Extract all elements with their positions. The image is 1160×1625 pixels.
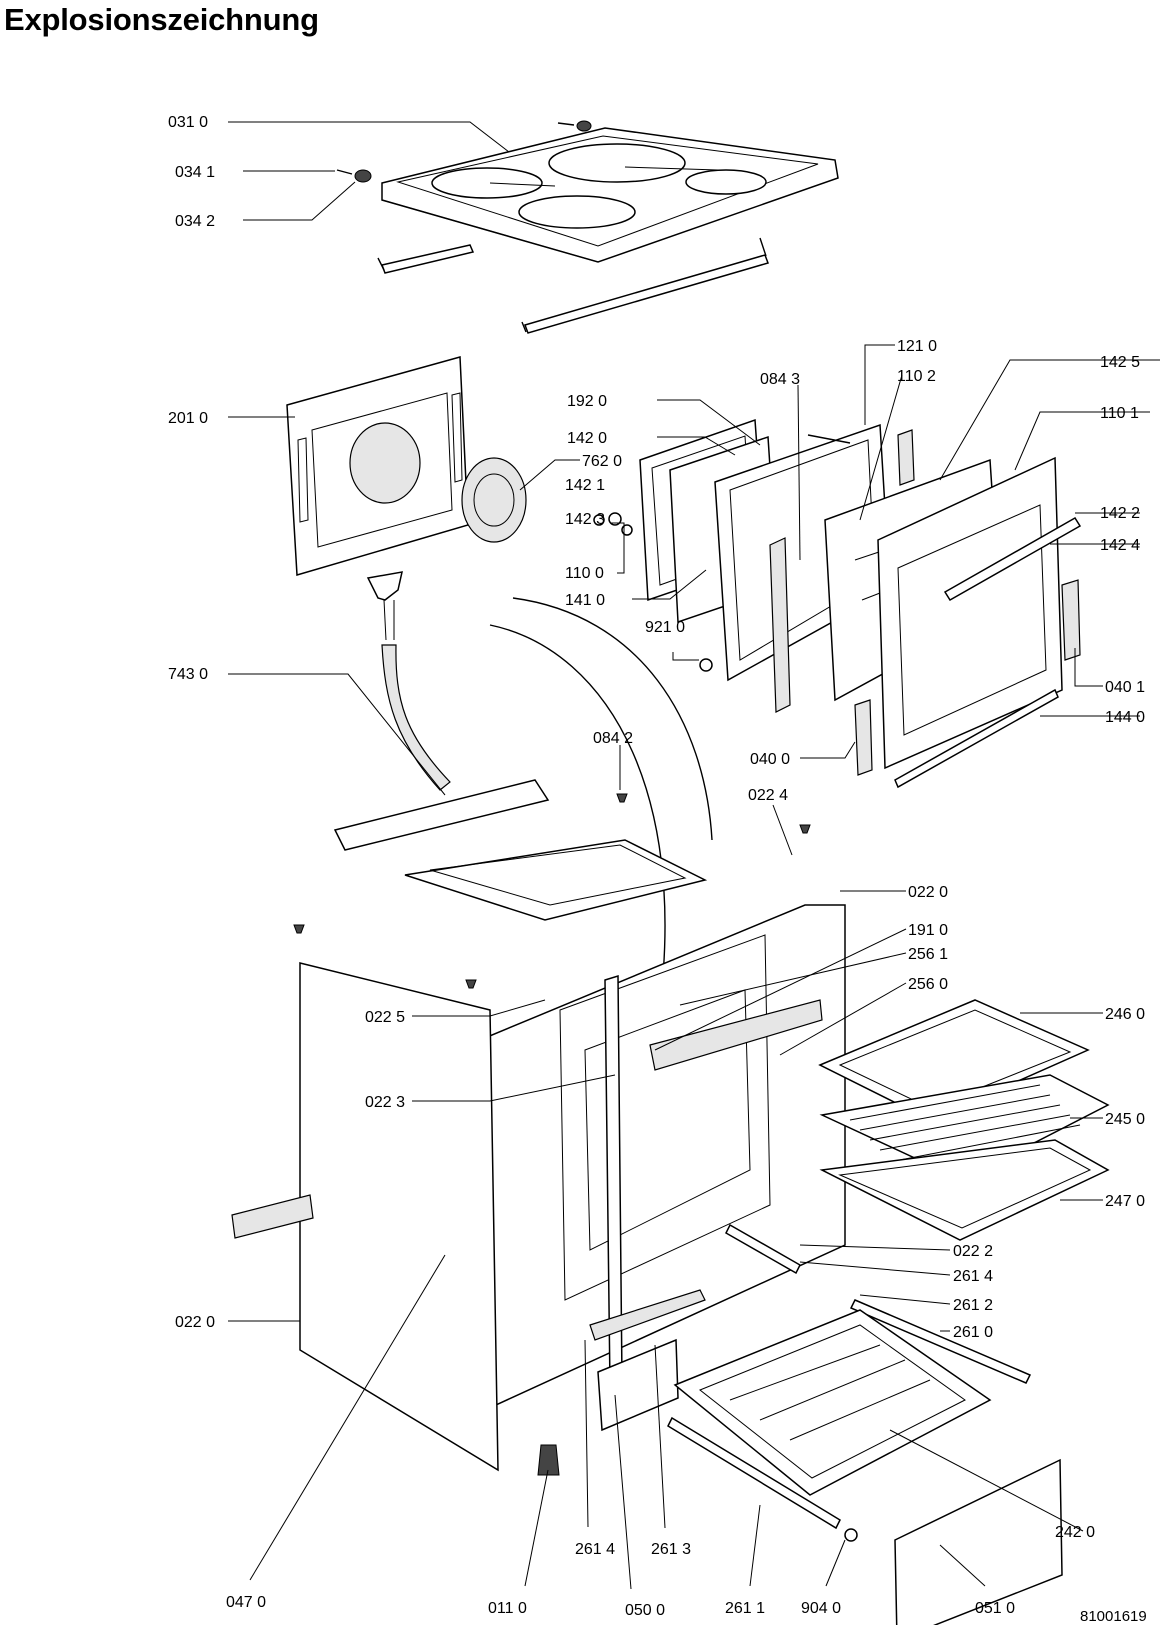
outer-door [877, 456, 1082, 770]
part-label-2560: 256 0 [908, 976, 948, 993]
rear-panel-part [286, 356, 527, 576]
part-label-7430: 743 0 [168, 666, 208, 683]
part-label-0220-left: 022 0 [175, 1314, 215, 1331]
part-label-0220-right: 022 0 [908, 884, 948, 901]
part-label-9040: 904 0 [801, 1600, 841, 1617]
part-label-0225: 022 5 [365, 1009, 405, 1026]
part-label-2614-bottom: 261 4 [575, 1541, 615, 1558]
part-label-1424: 141 0 [565, 592, 605, 609]
part-label-0341: 034 1 [175, 164, 215, 181]
guide-arc-2 [489, 624, 666, 1041]
drawing-number: 81001619 [1080, 1608, 1147, 1625]
door-trim-strip [894, 688, 1059, 789]
hinge-parts [854, 579, 1081, 776]
part-label-2561: 256 1 [908, 946, 948, 963]
part-label-1410: 142 4 [1100, 537, 1140, 554]
part-label-0842: 084 2 [593, 730, 633, 747]
part-label-1440: 144 0 [1105, 709, 1145, 726]
part-label-0401: 040 1 [1105, 679, 1145, 696]
door-frame [714, 423, 915, 713]
part-label-1101: 110 1 [1100, 405, 1139, 422]
part-label-1420: 142 0 [567, 430, 607, 447]
cooktop-part [336, 120, 839, 263]
part-label-1210: 121 0 [897, 338, 937, 355]
part-label-0310: 031 0 [168, 114, 208, 131]
part-label-0224: 022 4 [748, 787, 788, 804]
oven-body [231, 779, 846, 1472]
part-label-2612: 261 2 [953, 1297, 993, 1314]
part-label-1920: 192 0 [567, 393, 607, 410]
part-label-7620: 762 0 [582, 453, 622, 470]
part-label-1421: 142 1 [565, 477, 605, 494]
hose-part [366, 571, 451, 791]
part-label-1102: 110 2 [897, 368, 936, 385]
part-label-2420: 242 0 [1055, 1524, 1095, 1541]
part-label-0110: 011 0 [488, 1600, 527, 1617]
part-label-0500: 050 0 [625, 1602, 665, 1619]
part-label-2010: 201 0 [168, 410, 208, 427]
part-label-0223: 022 3 [365, 1094, 405, 1111]
page-title: Explosionszeichnung [4, 2, 319, 37]
part-label-1422: 142 3 [565, 511, 605, 528]
part-label-9210: 921 0 [645, 619, 685, 636]
leader-lines [228, 121, 1160, 1590]
part-label-0843: 084 3 [760, 371, 800, 388]
part-label-1910: 191 0 [908, 922, 948, 939]
part-label-2614-right: 261 4 [953, 1268, 993, 1285]
part-label-0470: 047 0 [226, 1594, 266, 1611]
part-label-1425: 142 5 [1100, 354, 1140, 371]
part-label-0510: 051 0 [975, 1600, 1015, 1617]
part-label-2610: 261 0 [953, 1324, 993, 1341]
part-label-0342: 034 2 [175, 213, 215, 230]
part-label-1100: 142 2 [1100, 505, 1140, 522]
trays-and-rack [818, 999, 1110, 1241]
part-label-0400: 040 0 [750, 751, 790, 768]
part-label-2613: 261 3 [651, 1541, 691, 1558]
part-label-1423: 110 0 [565, 565, 604, 582]
part-label-2450: 245 0 [1105, 1111, 1145, 1128]
cooktop-rails [377, 237, 769, 334]
part-label-2611: 261 1 [725, 1600, 765, 1617]
part-label-2470: 247 0 [1105, 1193, 1145, 1210]
storage-drawer [673, 1309, 1063, 1625]
part-label-0222: 022 2 [953, 1243, 993, 1260]
guide-arc-1 [512, 597, 713, 841]
drawer-rails [667, 1223, 1032, 1530]
part-label-2460: 246 0 [1105, 1006, 1145, 1023]
